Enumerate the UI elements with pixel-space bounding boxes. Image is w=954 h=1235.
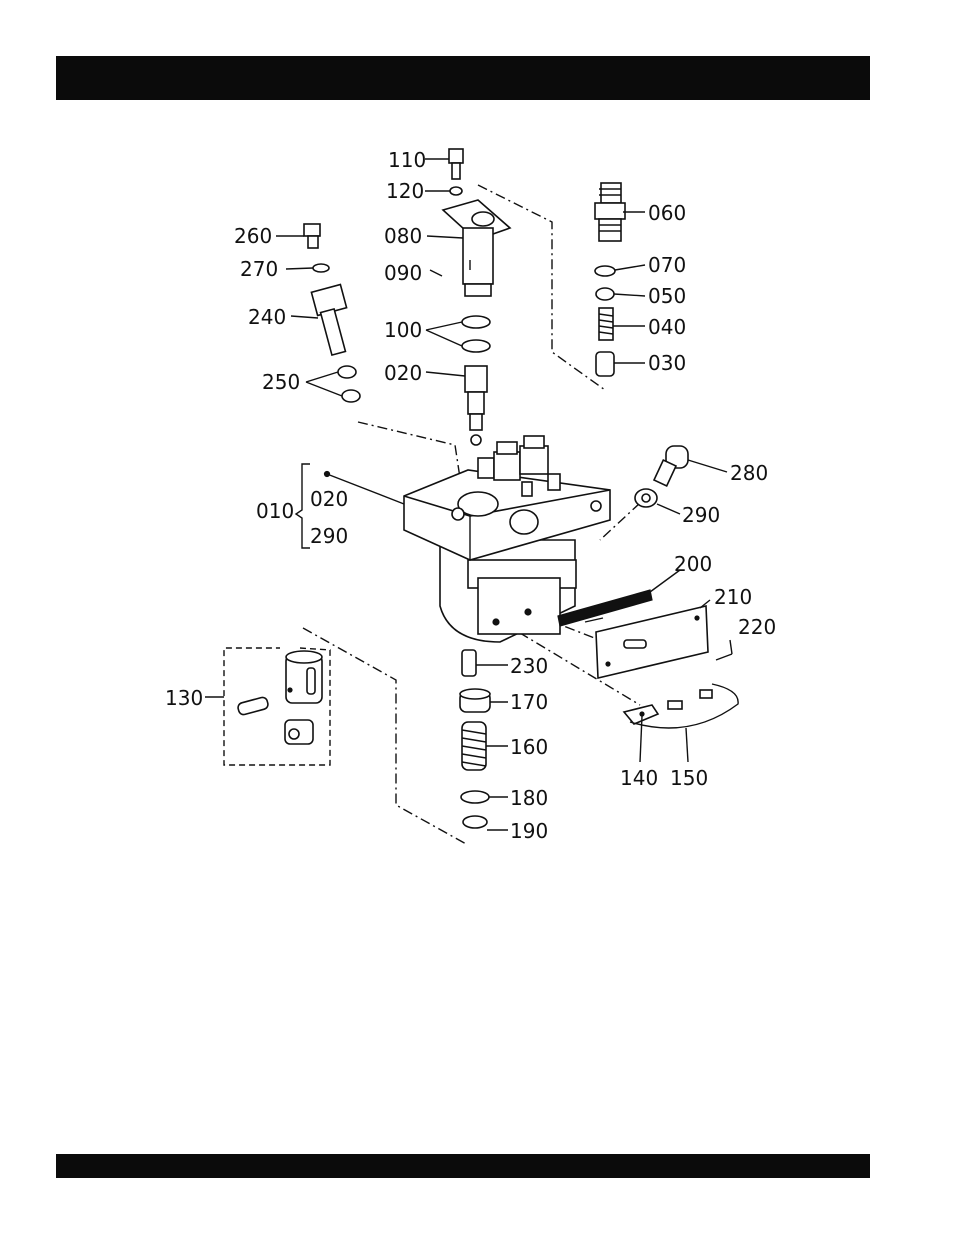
plunger-020 xyxy=(465,366,487,445)
callout-260: 260 xyxy=(234,224,272,248)
plug-260 xyxy=(304,224,320,248)
callout-010: 010 xyxy=(256,499,294,523)
callout-080: 080 xyxy=(384,224,422,248)
washer-250b xyxy=(342,390,360,402)
callout-200: 200 xyxy=(674,552,712,576)
callout-090: 090 xyxy=(384,261,422,285)
callout-180: 180 xyxy=(510,786,548,810)
callout-100: 100 xyxy=(384,318,422,342)
washer-120 xyxy=(450,187,462,195)
callout-120: 120 xyxy=(386,179,424,203)
callout-290: 290 xyxy=(682,503,720,527)
screw-220 xyxy=(716,654,732,660)
gasket-070 xyxy=(595,266,615,276)
callout-110: 110 xyxy=(388,148,426,172)
callout-170: 170 xyxy=(510,690,548,714)
o-ring-100b xyxy=(462,340,490,352)
callout-210: 210 xyxy=(714,585,752,609)
callout-010-020: 020 xyxy=(310,487,348,511)
washer-250a xyxy=(338,366,356,378)
callout-270: 270 xyxy=(240,257,278,281)
callout-220: 220 xyxy=(738,615,776,639)
callout-040: 040 xyxy=(648,315,686,339)
washer-050 xyxy=(596,288,614,300)
bolt-110 xyxy=(449,149,463,179)
callout-020: 020 xyxy=(384,361,422,385)
bolt-280 xyxy=(654,446,688,486)
spring-040 xyxy=(599,308,613,340)
washer-180 xyxy=(461,791,489,803)
tappet-assembly-130 xyxy=(224,648,330,765)
callout-140: 140 xyxy=(620,766,658,790)
callout-050: 050 xyxy=(648,284,686,308)
callout-070: 070 xyxy=(648,253,686,277)
plate-140 xyxy=(624,705,658,724)
stud-240 xyxy=(311,285,346,356)
callout-280: 280 xyxy=(730,461,768,485)
valve-030 xyxy=(596,352,614,376)
spring-160 xyxy=(462,722,486,770)
callout-130: 130 xyxy=(165,686,203,710)
washer-190 xyxy=(463,816,487,828)
seat-170 xyxy=(460,689,490,712)
sleeve-080 xyxy=(443,200,510,296)
callout-250: 250 xyxy=(262,370,300,394)
callout-060: 060 xyxy=(648,201,686,225)
cover-210 xyxy=(596,606,708,678)
callout-030: 030 xyxy=(648,351,686,375)
callout-240: 240 xyxy=(248,305,286,329)
o-ring-100a xyxy=(462,316,490,328)
callout-010-290: 290 xyxy=(310,524,348,548)
callout-190: 190 xyxy=(510,819,548,843)
washer-270 xyxy=(313,264,329,272)
pin-090 xyxy=(430,270,442,276)
callout-230: 230 xyxy=(510,654,548,678)
callout-150: 150 xyxy=(670,766,708,790)
delivery-valve-holder xyxy=(595,183,625,241)
callout-160: 160 xyxy=(510,735,548,759)
tappet-230 xyxy=(462,650,476,676)
